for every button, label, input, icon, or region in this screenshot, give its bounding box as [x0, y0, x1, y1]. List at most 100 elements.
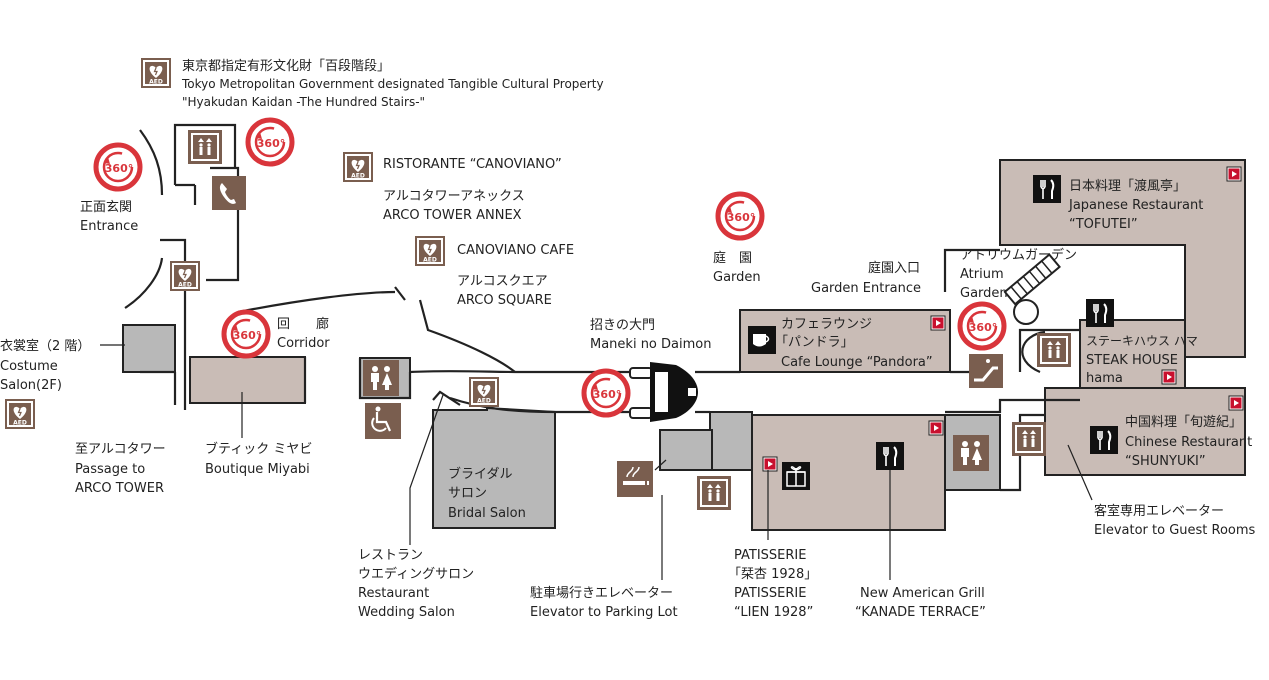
gift-icon	[782, 462, 810, 490]
pandora-label-en: Cafe Lounge “Pandora”	[781, 355, 933, 370]
passage-label-en2: ARCO TOWER	[75, 481, 164, 496]
wedding-label-jp2: ウエディングサロン	[358, 566, 474, 582]
escalator-icon	[969, 354, 1003, 388]
shunyuki-label-jp: 中国料理「旬遊紀」	[1125, 415, 1242, 430]
link-arrow-kanade[interactable]	[928, 420, 944, 436]
patisserie-label-en1: PATISSERIE	[734, 548, 806, 563]
restaurant-icon-tofutei	[1032, 174, 1062, 204]
entrance-label-en: Entrance	[80, 219, 138, 234]
garden-entrance-label-jp: 庭園入口	[868, 260, 920, 276]
maneki-label-jp: 招きの大門	[590, 318, 655, 333]
boutique-label-jp: ブティック ミヤビ	[205, 441, 312, 457]
garden-label-jp: 庭 園	[713, 250, 752, 266]
elevator-icon-parking	[697, 476, 731, 510]
link-arrow-steak[interactable]	[1161, 369, 1177, 385]
stairs-label-en1: Tokyo Metropolitan Government designated…	[181, 77, 604, 91]
guest-elevator-label-jp: 客室専用エレベーター	[1094, 503, 1224, 519]
restaurant-icon-kanade	[875, 441, 905, 471]
garden-entrance-label-en: Garden Entrance	[811, 281, 921, 296]
guest-elevator-label-en: Elevator to Guest Rooms	[1094, 523, 1256, 538]
aed-icon-canoviano	[342, 151, 374, 183]
costume-label-en2: Salon(2F)	[0, 378, 62, 393]
corridor-label-jp: 回 廊	[277, 316, 329, 332]
atrium-stair-icon	[1003, 253, 1061, 306]
link-arrow-tofutei[interactable]	[1226, 166, 1242, 182]
elevator-icon-stairs	[188, 130, 222, 164]
patisserie-label-en2: PATISSERIE	[734, 586, 806, 601]
shunyuki-label-en1: Chinese Restaurant	[1125, 435, 1252, 450]
phone-icon	[212, 176, 246, 210]
shunyuki-label-en2: “SHUNYUKI”	[1125, 454, 1206, 469]
square-label-jp: アルコスクエア	[457, 274, 548, 289]
boutique-label-en: Boutique Miyabi	[205, 462, 310, 477]
elevator-icon-atrium	[1037, 333, 1071, 367]
parking-label-en: Elevator to Parking Lot	[530, 605, 678, 620]
pandora-label-jp2: 「パンドラ」	[775, 335, 854, 350]
kanade-label-en1: New American Grill	[860, 586, 985, 601]
restaurant-icon-steak	[1085, 298, 1115, 328]
restroom-icon-west	[363, 360, 399, 396]
steak-label-en1: STEAK HOUSE	[1086, 353, 1178, 368]
costume-label-en1: Costume	[0, 359, 58, 374]
square-label-en: ARCO SQUARE	[457, 293, 552, 308]
kanade-terrace-area[interactable]	[751, 414, 946, 531]
patisserie-label-jp: 「栞杏 1928」	[728, 567, 817, 582]
link-arrow-shunyuki[interactable]	[1228, 395, 1244, 411]
bridal-label-en: Bridal Salon	[448, 506, 526, 521]
restroom-icon-east	[953, 435, 989, 471]
passage-label-jp: 至アルコタワー	[75, 442, 166, 457]
view360-icon-corridor[interactable]	[223, 311, 269, 357]
tofutei-label-en1: Japanese Restaurant	[1068, 198, 1203, 213]
link-arrow-patisserie[interactable]	[762, 456, 778, 472]
garden-label-en: Garden	[713, 270, 761, 285]
costume-label-jp: 衣裳室（2 階）	[0, 338, 90, 354]
stairs-label-en2: "Hyakudan Kaidan -The Hundred Stairs-"	[182, 95, 425, 109]
passage-label-en1: Passage to	[75, 462, 145, 477]
pandora-label-jp1: カフェラウンジ	[781, 317, 872, 332]
entrance-label-jp: 正面玄関	[80, 200, 132, 215]
kanade-label-en2: “KANADE TERRACE”	[855, 605, 986, 620]
aed-icon-entrance	[169, 260, 201, 292]
elevator-icon-guest	[1012, 422, 1046, 456]
aed-icon-stairs	[140, 57, 172, 89]
service-area-center	[709, 411, 753, 471]
atrium-label-en2: Garden	[960, 286, 1008, 301]
view360-icon-maneki[interactable]	[583, 370, 629, 416]
stairs-label-jp: 東京都指定有形文化財「百段階段」	[182, 58, 390, 74]
view360-icon-stairs[interactable]	[247, 119, 293, 165]
aed-icon-cafe	[414, 235, 446, 267]
wedding-label-en1: Restaurant	[358, 586, 429, 601]
link-arrow-pandora[interactable]	[930, 315, 946, 331]
view360-icon-atrium[interactable]	[959, 303, 1005, 349]
wedding-label-en2: Wedding Salon	[358, 605, 455, 620]
maneki-label-en: Maneki no Daimon	[590, 337, 711, 352]
boutique-miyabi-area[interactable]	[189, 356, 306, 404]
service-area-center2	[659, 429, 713, 471]
steak-label-jp: ステーキハウス ハマ	[1086, 334, 1198, 348]
wheelchair-icon	[365, 403, 401, 439]
patisserie-label-en3: “LIEN 1928”	[734, 605, 813, 620]
atrium-label-en1: Atrium	[960, 267, 1004, 282]
corridor-label-en: Corridor	[277, 336, 330, 351]
smoking-icon	[617, 461, 653, 497]
view360-icon-garden[interactable]	[717, 193, 763, 239]
restaurant-icon-shunyuki	[1089, 425, 1119, 455]
cafe-icon	[748, 326, 776, 354]
costume-salon-area[interactable]	[122, 324, 176, 373]
wedding-label-jp1: レストラン	[358, 548, 423, 563]
annex-label-en: ARCO TOWER ANNEX	[383, 208, 522, 223]
steak-label-en2: hama	[1086, 371, 1123, 386]
cafe-label: CANOVIANO CAFE	[457, 243, 574, 258]
annex-label-jp: アルコタワーアネックス	[383, 189, 525, 204]
canoviano-label: RISTORANTE “CANOVIANO”	[383, 157, 562, 172]
parking-label-jp: 駐車場行きエレベーター	[530, 586, 673, 601]
maneki-gate-icon	[629, 362, 698, 422]
tofutei-label-en2: “TOFUTEI”	[1069, 217, 1138, 232]
aed-icon-costume	[4, 398, 36, 430]
atrium-label-jp: アトリウムガーデン	[960, 247, 1077, 263]
aed-icon-bridal	[468, 376, 500, 408]
view360-icon-entrance[interactable]	[95, 144, 141, 190]
bridal-label-jp2: サロン	[448, 486, 487, 501]
tofutei-label-jp: 日本料理「渡風亭」	[1069, 178, 1186, 194]
